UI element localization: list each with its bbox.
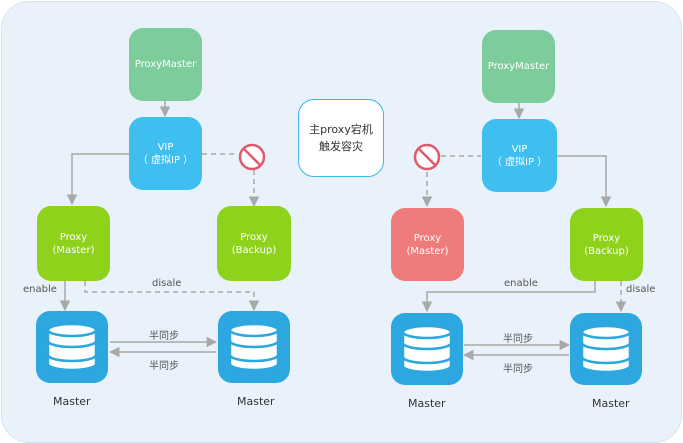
right-master-db xyxy=(391,313,463,385)
right-slave-db xyxy=(570,313,642,385)
right-proxy-backup-label: Proxy xyxy=(592,232,621,244)
left-proxy-master-label: Proxy xyxy=(59,231,88,243)
right-disable-label: disale xyxy=(626,284,656,295)
right-proxy-master-failed-node: Proxy (Master) xyxy=(391,208,464,281)
left-proxymaster-node: ProxyMaster xyxy=(129,28,202,101)
right-sync-bottom-label: 半同步 xyxy=(503,364,533,375)
right-proxymaster-label: ProxyMaster xyxy=(487,61,550,72)
left-sync-top-label: 半同步 xyxy=(149,331,179,342)
left-proxy-master-sublabel: (Master) xyxy=(52,244,95,256)
right-vip-label: VIP xyxy=(511,143,528,155)
left-master-db-icon xyxy=(46,322,98,372)
left-slave-master-label: Master xyxy=(237,395,275,408)
left-enable-label: enable xyxy=(23,284,57,295)
left-proxy-backup-label: Proxy xyxy=(240,231,268,243)
left-master-db xyxy=(36,311,108,383)
right-vip-node: VIP （ 虚拟IP ） xyxy=(482,119,557,192)
failover-note-line2: 触发容灾 xyxy=(319,140,363,153)
left-master-label: Master xyxy=(53,395,91,408)
right-master-db-icon xyxy=(401,324,453,374)
right-proxy-master-label: Proxy xyxy=(413,232,442,244)
right-proxymaster-node: ProxyMaster xyxy=(482,30,555,103)
right-vip-sublabel: （ 虚拟IP ） xyxy=(491,156,548,168)
left-vip-to-proxy-master-arrow xyxy=(66,153,130,206)
connector-layer xyxy=(59,101,627,361)
right-master-label: Master xyxy=(408,397,446,410)
right-slave-master-label: Master xyxy=(592,397,630,410)
right-blocked-icon xyxy=(413,143,441,171)
right-vip-to-backup-arrow xyxy=(557,155,612,208)
left-vip-node: VIP （ 虚拟IP ） xyxy=(129,117,202,190)
right-enable-label: enable xyxy=(504,278,538,289)
right-proxy-master-sublabel: (Master) xyxy=(406,245,449,257)
left-vip-sublabel: （ 虚拟IP ） xyxy=(137,154,194,166)
left-slave-db xyxy=(218,311,290,383)
right-proxy-backup-node: Proxy (Backup) xyxy=(570,208,643,281)
left-blocked-icon xyxy=(238,143,266,171)
left-disable-dashed-arrow xyxy=(84,281,260,312)
left-proxy-master-node: Proxy (Master) xyxy=(37,206,110,281)
left-disable-label: disale xyxy=(152,278,182,289)
failover-note: 主proxy宕机 触发容灾 xyxy=(298,99,384,177)
left-proxy-backup-node: Proxy (Backup) xyxy=(217,206,291,281)
right-sync-top-label: 半同步 xyxy=(503,334,533,345)
left-proxymaster-label: ProxyMaster xyxy=(134,59,197,70)
failover-note-line1: 主proxy宕机 xyxy=(309,123,373,136)
left-proxy-backup-sublabel: (Backup) xyxy=(231,244,277,256)
right-slave-db-icon xyxy=(580,324,632,374)
right-master-db-icon-left xyxy=(228,322,280,372)
right-proxy-backup-sublabel: (Backup) xyxy=(584,245,629,257)
left-sync-bottom-label: 半同步 xyxy=(149,361,179,372)
right-enable-arrow xyxy=(421,281,596,313)
left-vip-label: VIP xyxy=(157,141,174,153)
